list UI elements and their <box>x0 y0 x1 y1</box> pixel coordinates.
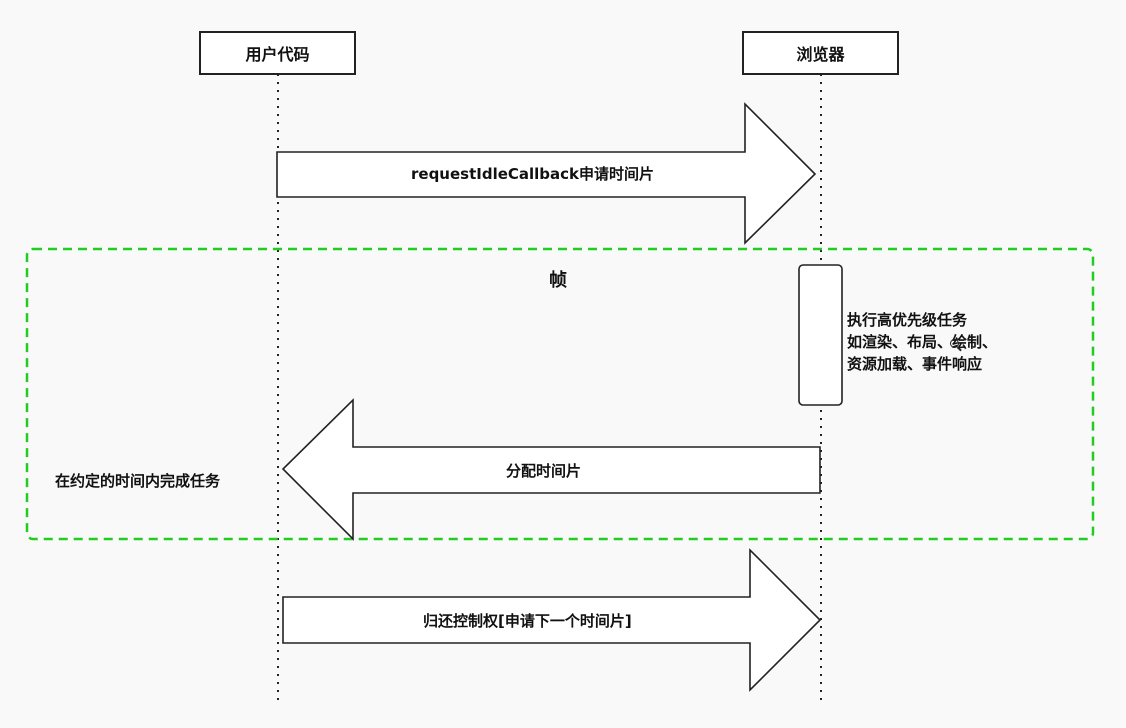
browser-task-note-line1: 执行高优先级任务 <box>847 311 968 329</box>
participant-user-code-label: 用户代码 <box>245 45 310 64</box>
allocate-label: 分配时间片 <box>506 462 582 480</box>
frame-title: 帧 <box>549 270 567 291</box>
frame-box <box>25 247 1095 541</box>
return-control-label: 归还控制权[申请下一个时间片] <box>423 612 632 630</box>
browser-task-note-line2: 如渲染、布局、绘制、 <box>847 333 998 351</box>
participant-browser: 浏览器 <box>742 31 899 75</box>
request-arrow <box>276 102 817 245</box>
user-complete-note: 在约定的时间内完成任务 <box>55 472 221 490</box>
browser-task-note-line3: 资源加载、事件响应 <box>847 355 983 373</box>
allocate-arrow <box>281 398 821 541</box>
zoom-cursor-icon <box>950 339 959 348</box>
participant-user-code: 用户代码 <box>199 31 356 75</box>
participant-browser-label: 浏览器 <box>796 45 845 64</box>
browser-activation-bar <box>798 264 843 406</box>
request-label: requestIdleCallback申请时间片 <box>411 165 655 183</box>
return-control-arrow <box>282 548 822 692</box>
